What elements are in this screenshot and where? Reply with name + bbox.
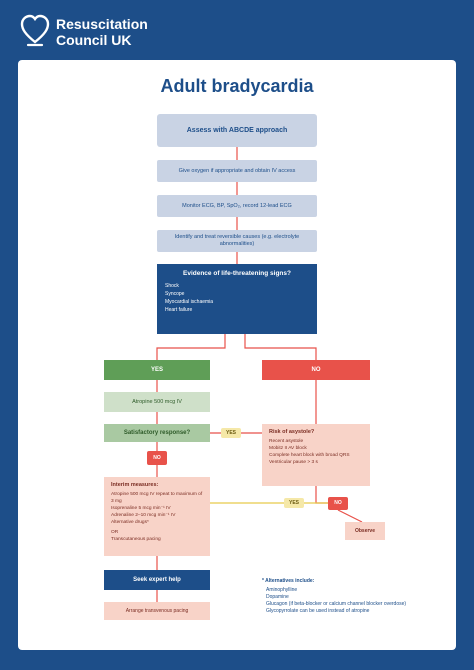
yes-connector-label: YES — [221, 428, 241, 438]
alternatives-note: * Alternatives include: Aminophylline Do… — [262, 578, 412, 615]
interim-alternatives: Alternative drugs* — [111, 520, 149, 525]
risk-complete-block: Complete heart block with broad QRS — [269, 453, 350, 458]
risk-mobitz: Mobitz II AV block — [269, 446, 307, 451]
assess-box: Assess with ABCDE approach — [157, 114, 317, 147]
interim-or: OR — [111, 530, 119, 535]
note-item-glucagon: Glucagon (if beta-blocker or calcium cha… — [266, 601, 407, 607]
risk-title: Risk of asystole? — [269, 429, 315, 435]
header: Resuscitation Council UK — [0, 0, 474, 60]
interim-atropine: Atropine 500 mcg IV repeat to maximum of… — [111, 492, 203, 504]
no-branch-box: NO — [262, 360, 370, 380]
risk-recent-asystole: Recent asystole — [269, 439, 304, 444]
interim-measures-box: Interim measures: Atropine 500 mcg IV re… — [104, 477, 210, 556]
risk-pause: Ventricular pause > 3 s — [269, 460, 318, 465]
interim-pacing: Transcutaneous pacing — [111, 537, 161, 542]
seek-expert-help-box: Seek expert help — [104, 570, 210, 590]
heart-logo-icon — [20, 14, 50, 47]
page-title: Adult bradycardia — [160, 76, 314, 96]
no-connector-label: NO — [147, 451, 167, 465]
interim-isoprenaline: Isoprenaline 5 mcg min⁻¹ IV — [111, 506, 171, 511]
atropine-box: Atropine 500 mcg IV — [104, 392, 210, 412]
interim-adrenaline: Adrenaline 2–10 mcg min⁻¹ IV — [111, 513, 176, 518]
question-title: Evidence of life-threatening signs? — [183, 270, 291, 277]
sign-heart-failure: Heart failure — [165, 307, 193, 313]
satisfactory-response-box: Satisfactory response? — [104, 424, 210, 442]
interim-title: Interim measures: — [111, 482, 159, 488]
risk-of-asystole-box: Risk of asystole? Recent asystole Mobitz… — [262, 424, 370, 486]
sign-shock: Shock — [165, 283, 179, 289]
note-item-dopamine: Dopamine — [266, 594, 289, 600]
transvenous-pacing-box: Arrange transvenous pacing — [104, 602, 210, 620]
reversible-causes-box: Identify and treat reversible causes (e.… — [157, 230, 317, 252]
org-name-line1: Resuscitation — [56, 16, 148, 32]
org-name-line2: Council UK — [56, 32, 132, 48]
sign-syncope: Syncope — [165, 291, 185, 297]
life-threatening-question-box: Evidence of life-threatening signs? Shoc… — [157, 264, 317, 334]
note-title: * Alternatives include: — [262, 578, 315, 584]
yes-connector-label-2: YES — [284, 498, 304, 508]
monitor-step-box: Monitor ECG, BP, SpO₂, record 12-lead EC… — [157, 195, 317, 217]
sign-ischaemia: Myocardial ischaemia — [165, 299, 214, 305]
no-connector-label-2: NO — [328, 497, 348, 510]
yes-branch-box: YES — [104, 360, 210, 380]
note-item-glycopyrrolate: Glycopyrrolate can be used instead of at… — [266, 608, 370, 614]
oxygen-step-box: Give oxygen if appropriate and obtain IV… — [157, 160, 317, 182]
poster-panel: Adult bradycardia — [18, 60, 456, 650]
observe-box: Observe — [345, 522, 385, 540]
note-item-aminophylline: Aminophylline — [266, 587, 298, 593]
